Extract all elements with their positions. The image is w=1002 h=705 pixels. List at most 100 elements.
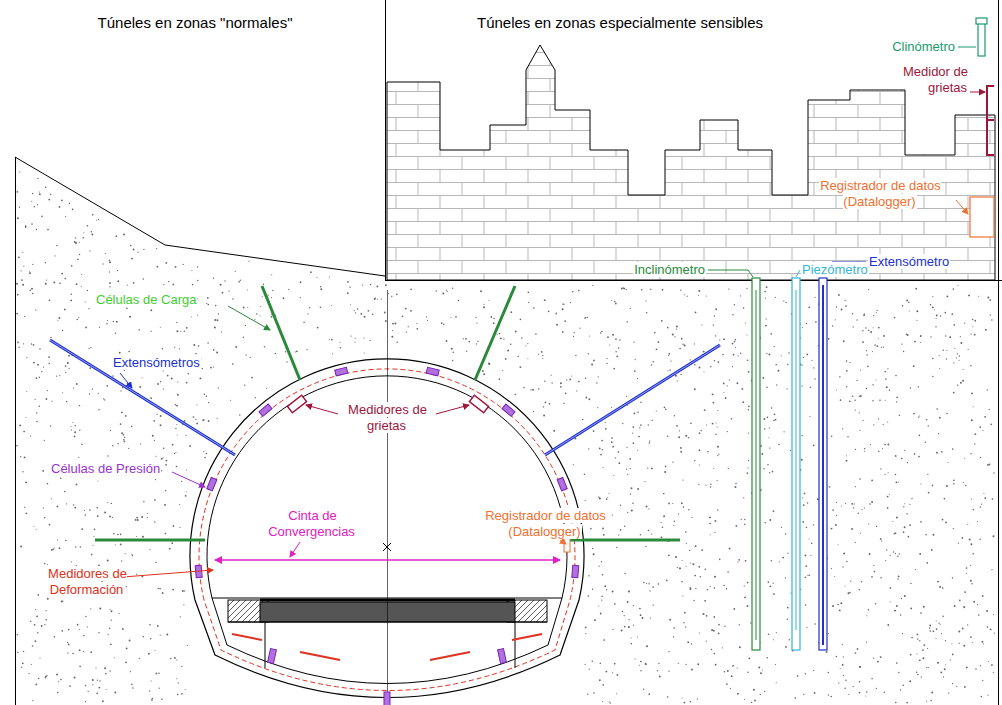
stipple-dot <box>943 676 944 677</box>
stipple-dot <box>544 401 546 403</box>
stipple-dot <box>446 340 448 342</box>
stipple-dot <box>56 375 57 376</box>
stipple-dot <box>18 346 19 347</box>
stipple-dot <box>41 625 43 627</box>
stipple-dot <box>959 599 961 601</box>
stipple-dot <box>17 191 19 193</box>
stipple-dot <box>751 702 752 703</box>
stipple-dot <box>805 577 807 579</box>
stipple-dot <box>582 419 584 421</box>
stipple-dot <box>895 455 897 457</box>
stipple-dot <box>932 485 934 487</box>
stipple-dot <box>109 260 110 261</box>
stipple-dot <box>768 633 770 635</box>
stipple-dot <box>977 521 978 522</box>
stipple-dot <box>878 418 879 419</box>
stipple-dot <box>71 561 72 562</box>
stipple-dot <box>109 627 111 629</box>
stipple-dot <box>16 283 18 285</box>
stipple-dot <box>149 690 150 691</box>
stipple-dot <box>938 433 939 434</box>
stipple-dot <box>851 503 853 505</box>
stipple-dot <box>483 307 484 308</box>
stipple-dot <box>991 569 992 570</box>
stipple-dot <box>123 434 125 436</box>
stipple-dot <box>699 432 701 434</box>
stipple-dot <box>951 643 952 644</box>
stipple-dot <box>120 390 121 391</box>
stipple-dot <box>562 308 564 310</box>
stipple-dot <box>758 666 760 668</box>
stipple-dot <box>21 667 22 668</box>
stipple-dot <box>971 499 972 500</box>
stipple-dot <box>907 462 908 463</box>
stipple-dot <box>848 592 850 594</box>
stipple-dot <box>808 306 810 308</box>
stipple-dot <box>839 376 840 377</box>
instrument-label: Medidores de grietas <box>347 402 427 433</box>
stipple-dot <box>707 589 709 591</box>
stipple-dot <box>802 327 803 328</box>
instrument-label: Cinta de Convergencias <box>268 508 356 539</box>
stipple-dot <box>41 216 43 218</box>
stipple-dot <box>599 566 600 567</box>
instrument-label: Extensómetros <box>112 355 201 370</box>
stipple-dot <box>172 589 174 591</box>
stipple-dot <box>942 587 944 589</box>
stipple-dot <box>614 663 616 665</box>
stipple-dot <box>805 604 806 605</box>
stipple-dot <box>622 423 623 424</box>
stipple-dot <box>232 298 233 299</box>
stipple-dot <box>48 356 50 358</box>
stipple-dot <box>127 284 128 285</box>
stipple-dot <box>957 385 958 386</box>
stipple-dot <box>681 338 683 340</box>
stipple-dot <box>804 493 806 495</box>
stipple-dot <box>627 321 628 322</box>
stipple-dot <box>939 368 940 369</box>
stipple-dot <box>221 331 222 332</box>
stipple-dot <box>887 368 888 369</box>
stipple-dot <box>543 406 544 407</box>
instrument-label: Células de Carga <box>95 292 197 307</box>
stipple-dot <box>186 491 187 492</box>
stipple-dot <box>937 581 939 583</box>
stipple-dot <box>940 315 941 316</box>
stipple-dot <box>695 312 697 314</box>
stipple-dot <box>599 447 601 449</box>
stipple-dot <box>990 314 991 315</box>
stipple-dot <box>131 554 132 555</box>
stipple-dot <box>725 397 727 399</box>
stipple-dot <box>533 411 534 412</box>
stipple-dot <box>961 537 963 539</box>
pressure-cell <box>557 478 567 491</box>
stipple-dot <box>156 414 157 415</box>
stipple-dot <box>963 645 965 647</box>
stipple-dot <box>384 312 386 314</box>
stipple-dot <box>76 319 77 320</box>
stipple-dot <box>844 586 845 587</box>
stipple-dot <box>969 539 971 541</box>
stipple-dot <box>65 216 66 217</box>
stipple-dot <box>669 619 671 621</box>
stipple-dot <box>16 313 18 315</box>
stipple-dot <box>364 352 365 353</box>
stipple-dot <box>121 560 122 561</box>
stipple-dot <box>714 576 716 578</box>
instrument-label-box: Medidores de Deformación <box>32 566 142 597</box>
stipple-dot <box>392 330 393 331</box>
stipple-dot <box>160 634 161 635</box>
stipple-dot <box>882 448 883 449</box>
stipple-dot <box>562 331 564 333</box>
stipple-dot <box>952 577 953 578</box>
stipple-dot <box>632 442 634 444</box>
stipple-dot <box>197 314 198 315</box>
stipple-dot <box>108 634 109 635</box>
stipple-dot <box>718 454 719 455</box>
stipple-dot <box>585 378 586 379</box>
stipple-dot <box>151 698 153 700</box>
stipple-dot <box>288 289 289 290</box>
stipple-dot <box>107 560 109 562</box>
stipple-dot <box>633 605 634 606</box>
stipple-dot <box>806 627 807 628</box>
